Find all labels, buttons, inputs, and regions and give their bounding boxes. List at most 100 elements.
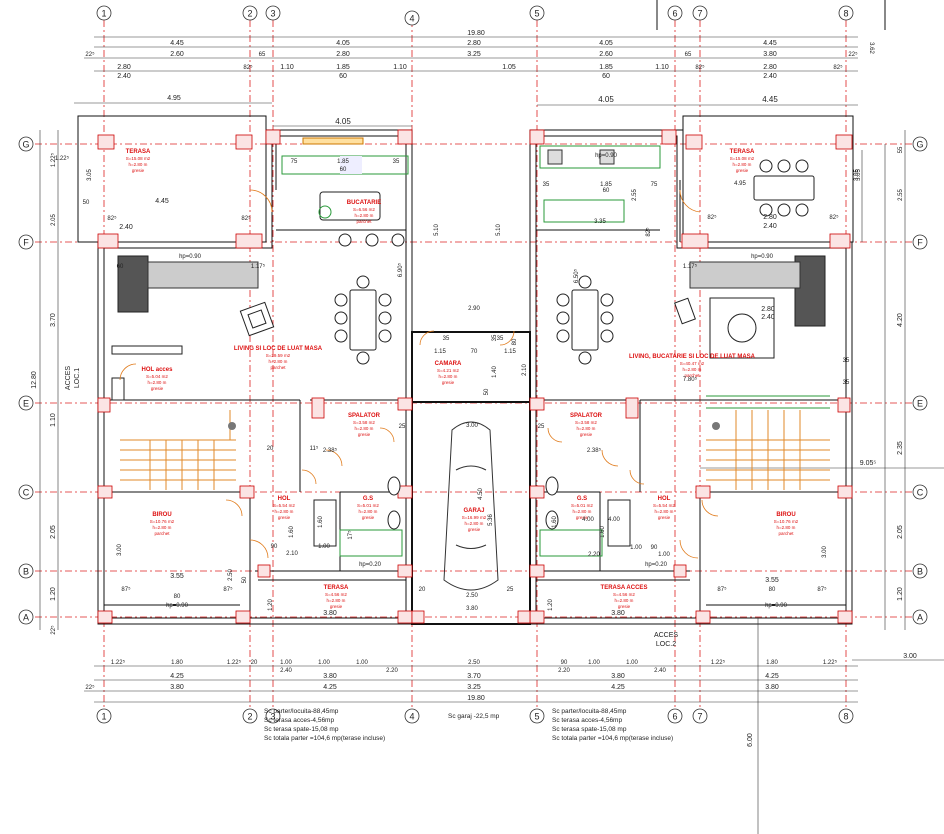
room-area: S=5.04 m2 [146, 374, 168, 379]
room-floor: gresie [658, 515, 671, 520]
room-area: S=6.56 m2 [353, 207, 375, 212]
room-floor: gresie [468, 527, 481, 532]
bottom-dimensions: 1.22⁵ 1.80 1.22⁵ 20 1.00 1.00 1.00 2.50 … [84, 618, 944, 834]
dim-text: 4.05 [598, 95, 614, 104]
room-area: S=15.08 m2 [730, 156, 755, 161]
dim-text: 1.17⁵ [251, 263, 266, 270]
room-camara: CAMARA S=4.21 m2 h=2.80 m gresie [435, 361, 462, 385]
dim-text: 35 [393, 159, 400, 165]
room-name: TERASA [126, 149, 151, 155]
dim-text: 90 [561, 660, 568, 666]
room-spalator-right: SPALATOR S=3.58 m2 h=2.80 m gresie [570, 413, 603, 437]
dim-text: 19.80 [467, 695, 485, 702]
room-area: S=4.56 m2 [613, 592, 635, 597]
fireplaces [117, 255, 826, 327]
dim-text: 35 [843, 380, 850, 386]
room-birou-right: BIROU S=10.76 m2 h=2.80 m parchet [774, 512, 799, 536]
dim-text: 5.10 [496, 224, 502, 236]
dim-text: 1.10 [655, 64, 669, 71]
dim-text: 22⁵ [85, 51, 95, 58]
axis-label: 8 [843, 9, 848, 19]
dim-text: 2.80 [467, 40, 481, 47]
dim-text: 3.80 [323, 610, 337, 617]
axis-label: E [23, 399, 29, 409]
room-name: TERASA [324, 585, 349, 591]
axis-label: F [23, 238, 29, 248]
axis-label: 2 [247, 9, 252, 19]
dim-text: 1.20 [50, 587, 57, 601]
dim-text: 80 [769, 587, 776, 593]
dim-text: 1.20 [897, 587, 904, 601]
dim-text: 3.80 [763, 51, 777, 58]
dim-text: 3.25 [467, 51, 481, 58]
axis-bubbles-top: 1 2 3 4 5 6 7 8 [96, 5, 854, 26]
dim-text: 35 [843, 358, 850, 364]
dim-text: 2.40 [763, 73, 777, 80]
dim-text: 7.80⁵ [683, 376, 698, 383]
room-height: h=2.80 m [733, 162, 752, 167]
hol-acces-furniture [111, 345, 183, 401]
axis-label: 3 [270, 712, 275, 722]
stairs [120, 395, 830, 490]
dim-text: 87⁵ [817, 586, 827, 593]
axis-label: 5 [534, 9, 539, 19]
dim-text: 4.25 [323, 684, 337, 691]
room-area: S=29.59 m2 [266, 353, 291, 358]
note-line: Sc terasa spate-15,08 mp [264, 726, 339, 733]
axis-label: B [917, 567, 923, 577]
dim-text: 2.90 [468, 306, 480, 312]
dim-text: 82⁵ [833, 64, 843, 71]
dim-text: 1.85 [336, 64, 350, 71]
dim-text: 3.80 [466, 606, 478, 612]
room-hol-left: HOL S=5.54 m2 h=2.80 m gresie [273, 496, 295, 520]
dim-text: 4.05 [336, 40, 350, 47]
room-name: G.S [363, 496, 373, 502]
axis-label: 2 [247, 712, 252, 722]
dim-text: 35 [443, 336, 450, 342]
dim-text: 3.05 [854, 169, 860, 181]
axis-label: 1 [101, 9, 106, 19]
dim-text: 1.22⁵ [111, 659, 126, 666]
dim-text: 3.00 [466, 423, 478, 429]
dim-text: 2.50 [468, 660, 480, 666]
dim-text: hp=0.20 [359, 562, 382, 568]
terrace-right-table [753, 159, 815, 217]
room-floor: parchet [270, 365, 286, 370]
dim-text: 2.80 [763, 214, 777, 221]
dim-text: 1.00 [280, 660, 292, 666]
dim-text: 4.05 [335, 117, 351, 126]
dim-text: 2.40 [119, 224, 133, 231]
dim-text: 6.90⁵ [397, 262, 404, 277]
dim-text: 3.00 [822, 546, 828, 558]
room-area: S=4.56 m2 [325, 592, 347, 597]
dim-text: 1.60 [289, 526, 295, 538]
dim-text: 1.85 [337, 159, 349, 165]
room-height: h=2.80 m [327, 598, 346, 603]
room-area: S=3.58 m2 [353, 420, 375, 425]
dim-text: 2.05 [51, 214, 57, 226]
dim-text: 60 [340, 167, 347, 173]
dim-text: 2.55 [632, 189, 638, 201]
dim-text: 87⁵ [717, 586, 727, 593]
room-area: S=5.54 m2 [273, 503, 295, 508]
dim-text: 80 [174, 594, 181, 600]
room-height: h=2.80 m [275, 509, 294, 514]
note-line: Sc totala parter =104,6 mp(terase inclus… [264, 735, 385, 742]
kitchen-island-left [318, 191, 405, 247]
room-area: S=40.47 m2 [680, 361, 705, 366]
dim-text: 82⁵ [829, 214, 839, 221]
dim-text: 1.00 [626, 660, 638, 666]
room-height: h=2.80 m [683, 367, 702, 372]
dim-text: 9.05⁵ [860, 460, 877, 467]
room-name: HOL [658, 496, 671, 502]
dim-text: 2.60 [170, 51, 184, 58]
room-terasa-back-right: TERASA S=15.08 m2 h=2.80 m gresie [730, 149, 755, 173]
room-living-left: LIVING SI LOC DE LUAT MASA S=29.59 m2 h=… [234, 346, 323, 370]
room-spalator-left: SPALATOR S=3.58 m2 h=2.80 m gresie [348, 413, 381, 437]
room-area: S=5.54 m2 [653, 503, 675, 508]
dim-text: 3.05 [856, 169, 862, 181]
room-area: S=3.58 m2 [575, 420, 597, 425]
dim-text: 19.80 [467, 30, 485, 37]
dim-text: 35 [543, 182, 550, 188]
